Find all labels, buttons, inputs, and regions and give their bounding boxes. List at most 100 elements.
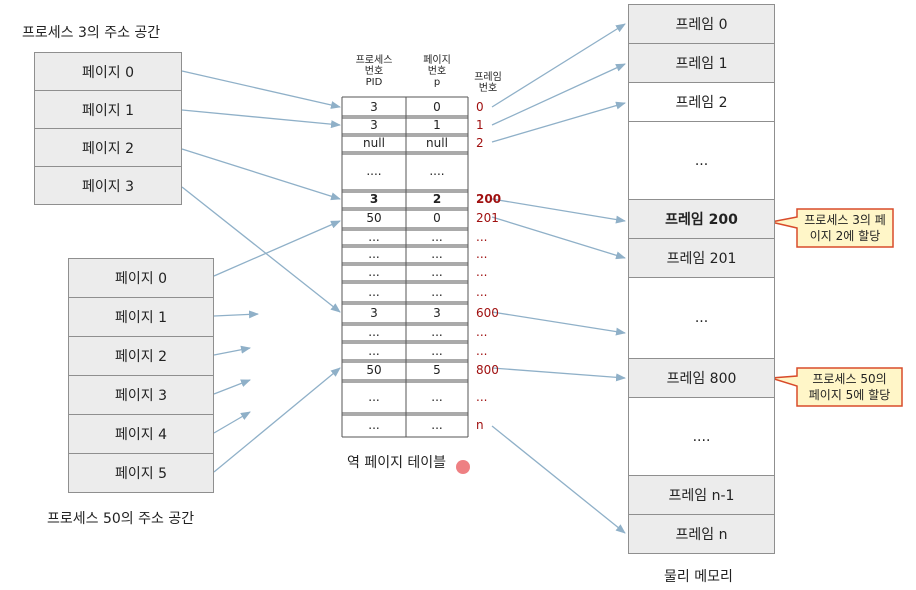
table-cell-frame: ... [476, 284, 488, 299]
mapping-arrow [491, 198, 626, 224]
table-cell-pid: ... [368, 229, 380, 244]
table-cell-pid: 50 [366, 363, 382, 377]
table-cell-page: 0 [433, 211, 441, 225]
memory-frame: 프레임 n [628, 514, 775, 554]
table-cell-page: 3 [433, 305, 441, 320]
table-cell-frame: 2 [476, 136, 484, 150]
table-cell-frame: 0 [476, 99, 484, 114]
table-cell-frame: ... [476, 389, 488, 404]
table-cell-frame: ... [476, 325, 488, 339]
proc50-page-4: 페이지 4 [68, 414, 214, 454]
table-grid [341, 96, 469, 438]
table-cell-frame: 201 [476, 211, 499, 225]
table-cell-page: ... [431, 389, 443, 404]
table-cell-pid: ... [368, 247, 380, 261]
memory-frame: ... [628, 121, 775, 200]
table-cell-page: ... [431, 284, 443, 299]
memory-frame: 프레임 200 [628, 199, 775, 239]
table-cell-frame: 200 [476, 192, 502, 206]
mapping-arrow [491, 425, 626, 534]
callout-frame-800 [770, 367, 903, 407]
mapping-arrow [491, 63, 626, 126]
table-cell-page: 1 [433, 118, 441, 132]
table-cell-pid: 50 [366, 211, 382, 225]
proc3-page-2: 페이지 2 [34, 128, 182, 167]
table-cell-pid: 3 [370, 118, 378, 132]
mapping-arrow [491, 311, 626, 336]
table-cell-frame: ... [476, 343, 488, 358]
proc3-page-1: 페이지 1 [34, 90, 182, 129]
proc50-page-5: 페이지 5 [68, 453, 214, 493]
table-cell-page: 5 [433, 363, 441, 377]
mapping-arrow [491, 216, 626, 260]
table-cell-page: ... [431, 247, 443, 261]
table-cell-frame: 600 [476, 305, 499, 320]
proc50-page-1: 페이지 1 [68, 297, 214, 337]
mapping-arrow [213, 220, 341, 277]
table-cell-pid: .... [366, 164, 382, 178]
mapping-arrow [213, 345, 251, 356]
arrows [181, 23, 626, 534]
memory-frame: ... [628, 277, 775, 359]
memory-caption: 물리 메모리 [664, 569, 733, 585]
mapping-arrow [491, 23, 626, 108]
memory-frame: .... [628, 397, 775, 476]
proc50-page-2: 페이지 2 [68, 336, 214, 376]
memory-frame: 프레임 1 [628, 43, 775, 83]
mapping-arrow [213, 379, 251, 395]
table-cell-page: ... [431, 325, 443, 339]
proc50-title: 프로세스 50의 주소 공간 [47, 511, 195, 527]
table-cell-page: null [426, 136, 448, 150]
table-cell-pid: 3 [369, 192, 379, 206]
table-cell-page: .... [429, 164, 445, 178]
table-cell-frame: ... [476, 265, 488, 279]
memory-frame: 프레임 800 [628, 358, 775, 398]
mapping-arrow [181, 109, 341, 129]
table-cell-page: ... [431, 343, 443, 358]
memory-frame: 프레임 2 [628, 82, 775, 122]
table-cell-frame: ... [476, 229, 488, 244]
table-cell-pid: null [363, 136, 385, 150]
callout-frame-200 [770, 208, 894, 248]
mapping-arrow [181, 186, 341, 313]
mapping-arrow [213, 411, 251, 434]
mapping-arrow [181, 70, 341, 109]
table-cell-page: ... [431, 229, 443, 244]
proc3-title: 프로세스 3의 주소 공간 [22, 25, 161, 41]
table-cell-pid: 3 [370, 99, 378, 114]
table-cell-pid: ... [368, 389, 380, 404]
table-cell-page: ... [431, 418, 443, 432]
table-cell-pid: ... [368, 284, 380, 299]
table-caption: 역 페이지 테이블 [347, 455, 447, 471]
table-cell-pid: ... [368, 418, 380, 432]
table-cell-frame: 800 [476, 363, 499, 377]
table-cell-frame: ... [476, 247, 488, 261]
mapping-arrow [491, 367, 626, 382]
memory-frame: 프레임 0 [628, 4, 775, 44]
table-cell-frame: n [476, 418, 484, 432]
mapping-arrow [181, 148, 341, 201]
table-cell-pid: ... [368, 325, 380, 339]
table-cell-pid: 3 [370, 305, 378, 320]
proc50-page-3: 페이지 3 [68, 375, 214, 415]
proc3-page-0: 페이지 0 [34, 52, 182, 91]
table-cell-page: 0 [433, 99, 441, 114]
memory-frame: 프레임 201 [628, 238, 775, 278]
table-cell-page: 2 [432, 192, 442, 206]
table-cell-pid: ... [368, 265, 380, 279]
proc50-page-0: 페이지 0 [68, 258, 214, 298]
table-cell-frame: 1 [476, 118, 484, 132]
table-cell-page: ... [431, 265, 443, 279]
mapping-arrow [213, 310, 259, 319]
cursor-highlight [456, 460, 470, 474]
mapping-arrow [213, 367, 341, 473]
mapping-arrow [491, 101, 626, 143]
proc3-page-3: 페이지 3 [34, 166, 182, 205]
memory-frame: 프레임 n-1 [628, 475, 775, 515]
